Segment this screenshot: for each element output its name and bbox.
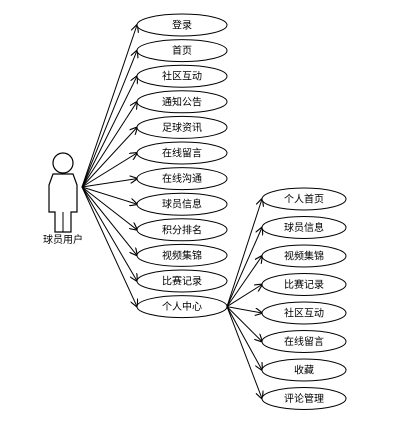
use-case-ellipse-points-ranking (136, 218, 228, 242)
edge-actor-to-match-records (81, 186, 137, 281)
edge-actor-to-login (81, 25, 137, 188)
use-case-label-community-2: 社区互动 (284, 307, 324, 320)
use-case-online-chat: 在线沟通 (136, 167, 228, 191)
use-case-ellipse-online-chat (136, 167, 228, 191)
use-case-ellipse-community-2 (261, 301, 347, 325)
use-case-ellipse-player-info-2 (261, 216, 347, 239)
use-case-match-records: 比赛记录 (136, 269, 228, 293)
use-case-online-message-2: 在线留言 (261, 330, 347, 353)
use-case-label-player-info: 球员信息 (162, 198, 202, 211)
use-case-label-football-news: 足球资讯 (162, 121, 202, 134)
use-case-label-online-message: 在线留言 (162, 147, 202, 160)
use-case-ellipse-personal-home (261, 187, 347, 211)
use-case-ellipse-football-news (136, 115, 228, 139)
use-case-personal-home: 个人首页 (261, 187, 347, 211)
edge-actor-to-home (81, 51, 137, 188)
use-case-label-online-chat: 在线沟通 (162, 172, 202, 185)
use-case-label-video-highlights: 视频集锦 (162, 249, 202, 262)
use-case-notice: 通知公告 (136, 90, 228, 114)
use-case-ellipse-comment-management (261, 387, 347, 410)
use-case-ellipse-online-message-2 (261, 330, 347, 353)
use-case-match-records-2: 比赛记录 (261, 273, 347, 296)
use-case-label-points-ranking: 积分排名 (162, 223, 202, 236)
edge-personal-center-to-personal-home (226, 199, 262, 307)
use-case-community-2: 社区互动 (261, 301, 347, 325)
edge-personal-center-to-comment-management (226, 306, 262, 399)
edge-actor-to-football-news (81, 127, 137, 188)
use-case-login: 登录 (136, 13, 228, 37)
edge-actor-to-video-highlights (81, 186, 137, 255)
use-case-label-notice: 通知公告 (162, 95, 202, 108)
left-use-cases: 登录首页社区互动通知公告足球资讯在线留言在线沟通球员信息积分排名视频集锦比赛记录… (136, 13, 228, 319)
use-case-ellipse-personal-center (136, 295, 228, 319)
edge-actor-to-community (81, 76, 137, 188)
use-case-comment-management: 评论管理 (261, 387, 347, 410)
use-case-ellipse-video-highlights-2 (261, 244, 347, 268)
use-case-ellipse-online-message (136, 141, 228, 165)
actor-label: 球员用户 (43, 233, 83, 246)
edge-personal-center-to-player-info-2 (226, 228, 262, 307)
use-case-ellipse-match-records (136, 269, 228, 293)
use-case-player-info-2: 球员信息 (261, 216, 347, 239)
edge-actor-to-online-message (81, 153, 137, 188)
use-case-ellipse-video-highlights (136, 243, 228, 267)
use-case-favorites: 收藏 (261, 358, 347, 382)
edge-personal-center-to-online-message-2 (226, 306, 262, 342)
edge-actor-to-player-info (81, 186, 137, 204)
use-case-ellipse-notice (136, 90, 228, 114)
use-case-label-comment-management: 评论管理 (284, 392, 324, 405)
use-case-label-personal-center: 个人中心 (162, 300, 202, 313)
edge-personal-center-to-video-highlights-2 (226, 256, 262, 307)
actor-head (52, 152, 74, 174)
use-case-player-info: 球员信息 (136, 192, 228, 216)
use-case-ellipse-login (136, 13, 228, 37)
edge-personal-center-to-match-records-2 (226, 285, 262, 308)
use-case-label-favorites: 收藏 (294, 364, 314, 377)
actor-body (48, 173, 78, 233)
use-case-label-login: 登录 (172, 19, 192, 32)
use-case-video-highlights-2: 视频集锦 (261, 244, 347, 268)
use-case-home: 首页 (136, 39, 228, 63)
use-case-label-online-message-2: 在线留言 (284, 335, 324, 348)
use-case-ellipse-home (136, 39, 228, 63)
edge-actor-to-online-chat (81, 179, 137, 188)
edge-personal-center-to-favorites (226, 306, 262, 370)
use-case-label-match-records-2: 比赛记录 (284, 278, 324, 291)
use-case-label-video-highlights-2: 视频集锦 (284, 250, 324, 263)
use-case-label-match-records: 比赛记录 (162, 275, 202, 288)
use-case-label-community: 社区互动 (162, 70, 202, 83)
use-case-label-home: 首页 (172, 44, 192, 57)
edge-actor-to-notice (81, 102, 137, 188)
use-case-community: 社区互动 (136, 64, 228, 88)
use-case-football-news: 足球资讯 (136, 115, 228, 139)
edge-actor-to-points-ranking (81, 186, 137, 230)
use-case-ellipse-match-records-2 (261, 273, 347, 296)
edge-personal-center-to-community-2 (226, 306, 262, 313)
use-case-video-highlights: 视频集锦 (136, 243, 228, 267)
use-case-ellipse-favorites (261, 358, 347, 382)
actor-figure: 球员用户 (43, 152, 83, 246)
use-case-label-personal-home: 个人首页 (284, 193, 324, 206)
edges (81, 25, 262, 399)
use-case-personal-center: 个人中心 (136, 295, 228, 319)
edge-actor-to-personal-center (81, 186, 137, 307)
use-case-points-ranking: 积分排名 (136, 218, 228, 242)
use-case-ellipse-player-info (136, 192, 228, 216)
use-case-ellipse-community (136, 64, 228, 88)
use-case-online-message: 在线留言 (136, 141, 228, 165)
use-case-label-player-info-2: 球员信息 (284, 221, 324, 234)
